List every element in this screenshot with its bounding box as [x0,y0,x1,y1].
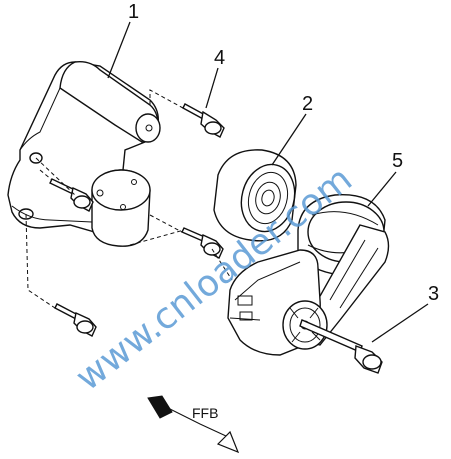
bolt-center [181,227,224,259]
callout-4: 4 [214,47,225,69]
bolt-left-lower [54,303,97,337]
leader-lines [107,21,429,343]
mounting-bracket [7,60,161,247]
bolt-part-4 [182,103,225,138]
callout-2: 2 [302,93,313,115]
belt-tensioner [227,194,390,356]
callout-5: 5 [392,150,403,172]
assembly-lines [25,89,233,309]
idler-pulley [213,149,297,242]
direction-label: FFB [192,405,218,421]
bolt-left-upper [49,178,94,212]
long-bolt-part-3 [299,319,383,374]
direction-arrow [147,395,240,454]
callout-3: 3 [428,283,439,305]
callout-1: 1 [128,1,139,23]
